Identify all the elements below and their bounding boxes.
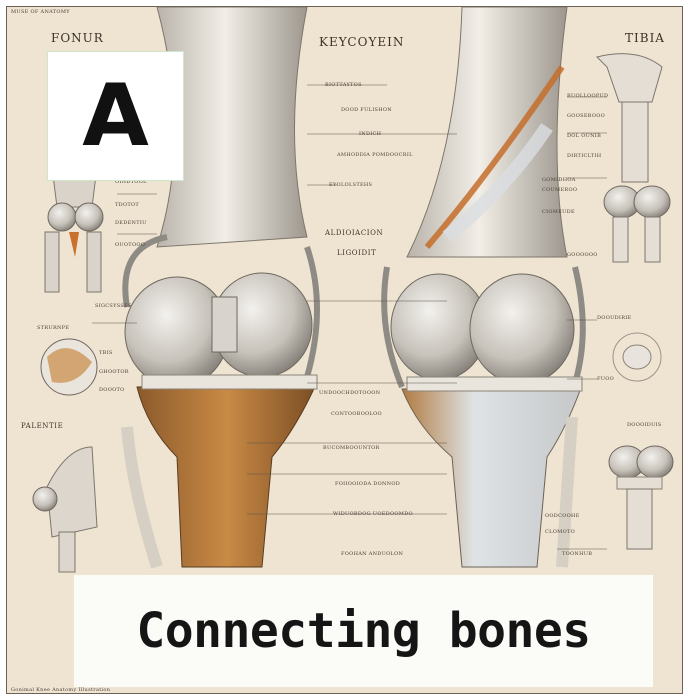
center-label: UNDOOCHDOTOOON: [319, 390, 380, 396]
center-label: INDICH: [359, 131, 381, 137]
left-label: GHOOTOR: [99, 369, 129, 375]
right-label: BUOLLOOPUD: [567, 93, 608, 99]
center-label: FOOHAN ANDUOLON: [341, 551, 403, 557]
right-label: DOOOIDUIS: [627, 422, 662, 428]
right-label: COUMEROO: [542, 187, 577, 193]
left-label: TBIS: [99, 350, 113, 356]
center-label: LIGOIDIT: [337, 249, 376, 257]
right-label: FUOO: [597, 376, 614, 382]
poster-header-caption: MUSE OF ANATOMY: [11, 9, 70, 15]
right-label: GOOOOOO: [567, 252, 598, 258]
left-label: TDOTOT: [115, 202, 139, 208]
center-label: AMHODDIA POMDOOCRIL: [337, 152, 413, 158]
title-femur: FONUR: [51, 31, 104, 45]
right-label: CLOMOTO: [545, 529, 575, 535]
right-label: GOOSEBOOO: [567, 113, 605, 119]
left-label: SIGCSYSSES: [95, 303, 132, 309]
left-label: DOOOTO: [99, 387, 125, 393]
center-label: WIDUOBDOG UOEDOOMDO: [333, 511, 413, 517]
center-label: EYOLOLSTEHS: [329, 182, 372, 188]
right-label: DOOUDIRIE: [597, 315, 632, 321]
option-letter-badge: A: [47, 51, 184, 181]
left-label: OUOTOOO: [115, 242, 145, 248]
title-center: KEYCOYEIN: [319, 35, 404, 49]
center-label: BUCOMBOOUNTOR: [323, 445, 380, 451]
caption-banner: Connecting bones: [74, 575, 653, 687]
right-label: DOL OUNIB: [567, 133, 601, 139]
center-label: FOIIOOIODA DONNOD: [335, 481, 400, 487]
title-tibia: TIBIA: [625, 31, 665, 45]
right-label: TOONHUB: [562, 551, 592, 557]
option-letter: A: [82, 73, 149, 159]
caption-text: Connecting bones: [136, 603, 590, 659]
center-label: ALDIOIACION: [325, 229, 383, 237]
right-label: OODCOOHE: [545, 513, 580, 519]
right-label: CIOMEUDE: [542, 209, 575, 215]
anatomy-poster: MUSE OF ANATOMY Gonimal Knee Anatomy Ill…: [6, 6, 683, 694]
left-label: DEDENTIU: [115, 220, 147, 226]
center-label: CONTOOBOOLOO: [331, 411, 382, 417]
poster-footer-caption: Gonimal Knee Anatomy Illustration: [11, 687, 110, 693]
right-label: GOMIDHOA: [542, 177, 576, 183]
right-label: DIRTICLTIH: [567, 153, 601, 159]
title-patella: PALENTIE: [21, 422, 63, 430]
center-label: DOOD FULISHON: [341, 107, 392, 113]
center-label: BIOTTAYTOS: [325, 82, 362, 88]
left-label: STRURNPE: [37, 325, 69, 331]
